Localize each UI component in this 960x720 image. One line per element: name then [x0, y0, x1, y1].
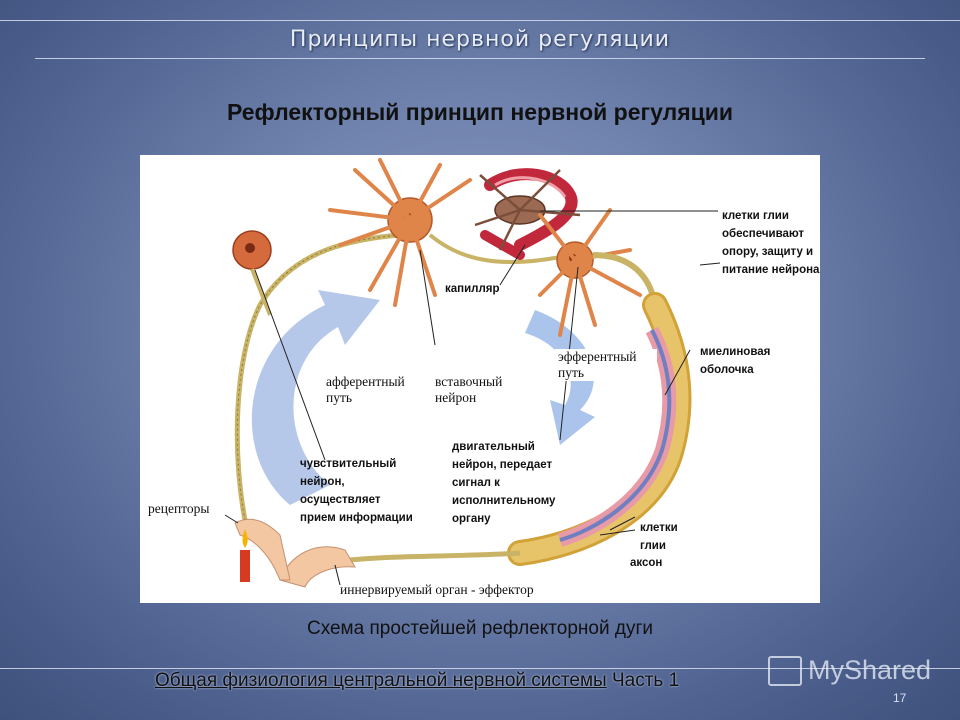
interneuron [328, 158, 571, 307]
watermark-text: MyShared [808, 655, 932, 685]
label-afferent: афферентный путь [323, 374, 425, 406]
label-myelin: миелиновая оболочка [700, 346, 771, 376]
label-receptors: рецепторы [148, 501, 210, 516]
label-glia: клетки глии обеспечивают опору, защиту и… [722, 210, 820, 276]
footer-rule [0, 668, 960, 669]
label-motor-neuron: двигательный нейрон, передает сигнал к и… [452, 441, 556, 525]
label-effector: иннервируемый орган - эффектор [340, 582, 534, 597]
myelinated-axon [349, 292, 692, 566]
label-efferent: эфферентный путь [555, 349, 657, 381]
footer-course-title: Общая физиология центральной нервной сис… [155, 670, 607, 691]
label-glia-cells: клетки глии [640, 522, 678, 552]
slide-subtitle: Рефлекторный принцип нервной регуляции [226, 99, 734, 125]
presentation-icon [768, 655, 802, 686]
watermark: MyShared [768, 655, 931, 686]
reflex-arc-diagram: клетки глии обеспечивают опору, защиту и… [140, 155, 820, 603]
label-sensory-neuron: чувствительный нейрон, осуществляет прие… [300, 458, 413, 524]
arm [279, 546, 356, 588]
page-number: 17 [893, 691, 907, 705]
label-capillary: капилляр [445, 283, 500, 295]
glial-cell [474, 169, 581, 251]
footer-part: Часть 1 [606, 670, 680, 691]
candle-flame [240, 529, 250, 582]
title-underline [35, 58, 925, 59]
label-interneuron: вставочный нейрон [432, 374, 530, 406]
slide-title: Принципы нервной регуляции [289, 27, 671, 52]
afferent-arrow [251, 290, 380, 505]
footer-text: Общая физиология центральной нервной сис… [155, 670, 679, 692]
reflex-arc-illustration [224, 158, 721, 588]
figure-caption: Схема простейшей рефлекторной дуги [306, 618, 653, 639]
top-rule [0, 20, 960, 21]
efferent-arrow [525, 310, 595, 445]
label-axon: аксон [630, 557, 663, 569]
